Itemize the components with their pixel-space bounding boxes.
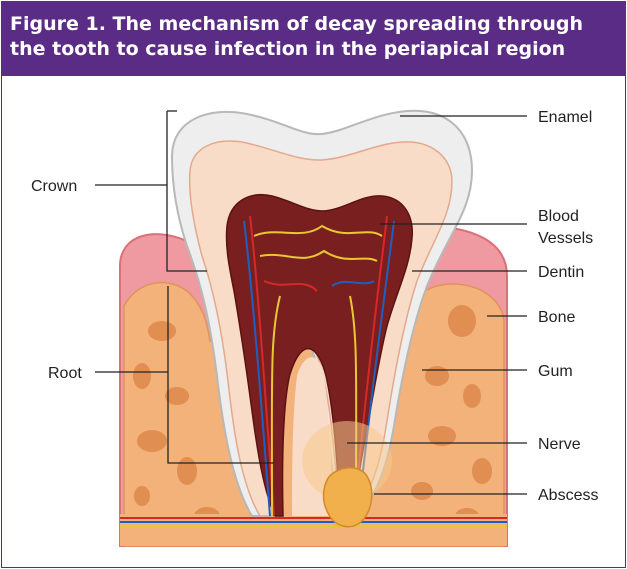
label-bone: Bone	[538, 308, 575, 327]
figure-title-line-1: Figure 1. The mechanism of decay spreadi…	[10, 12, 625, 37]
figure-title-line-2: the tooth to cause infection in the peri…	[10, 37, 625, 62]
label-gum: Gum	[538, 362, 573, 381]
label-crown: Crown	[31, 177, 77, 196]
label-enamel: Enamel	[538, 108, 592, 127]
label-blood-vessels-line-2: Vessels	[538, 229, 593, 248]
label-dentin: Dentin	[538, 263, 584, 282]
abscess-blob	[324, 468, 372, 527]
label-blood-vessels-line-1: Blood	[538, 207, 579, 226]
figure-title: Figure 1. The mechanism of decay spreadi…	[2, 2, 625, 76]
label-root: Root	[48, 364, 82, 383]
label-abscess: Abscess	[538, 486, 598, 505]
tooth-diagram: Crown Root Enamel Blood Vessels Dentin B…	[2, 76, 625, 567]
tooth-illustration	[2, 76, 625, 567]
label-nerve: Nerve	[538, 435, 581, 454]
